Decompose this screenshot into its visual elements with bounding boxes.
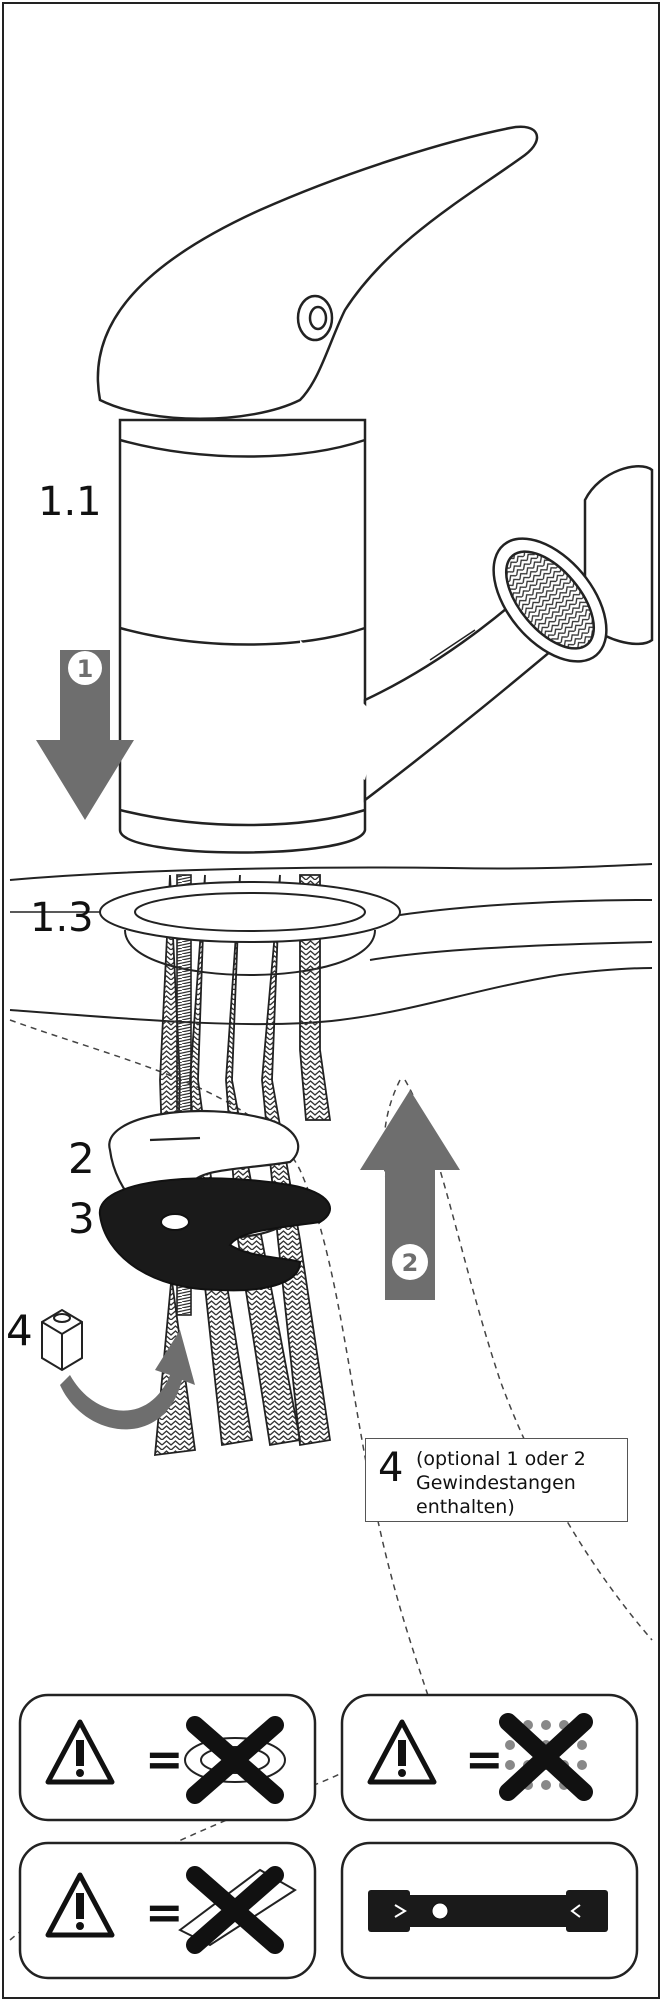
step-2-arrow: 2 [360,1090,460,1300]
label-faucet-1-1: 1.1 [38,479,102,525]
warning-triangle-icon [45,1719,115,1785]
no-water-spray-icon [499,1713,593,1801]
faucet-body [118,418,367,854]
mounting-hole [124,929,376,976]
warning-panel-3: = [18,1841,317,1980]
warning-triangle-icon [367,1719,437,1785]
note-box: 4 (optional 1 oder 2 Gewindestangen enth… [365,1438,628,1522]
step-1-arrow: 1 [36,650,134,820]
label-washer-1-3: 1.3 [30,895,94,941]
label-spacer-2: 2 [68,1134,95,1183]
step-1-number: 1 [77,655,94,683]
no-abrasive-cleaner-icon [184,1716,286,1804]
warning-triangle-icon [45,1872,115,1938]
equals-sign: = [465,1732,504,1786]
label-nut-4: 4 [6,1306,33,1355]
plate-3 [98,1177,331,1292]
label-plate-3: 3 [68,1194,95,1243]
warning-panel-2: = [340,1693,639,1822]
equals-sign: = [145,1885,184,1939]
note-text: (optional 1 oder 2 Gewindestangen enthal… [416,1447,621,1519]
spout [300,465,654,803]
lever-handle [96,125,539,420]
step-2-number: 2 [402,1249,419,1277]
equals-sign: = [145,1732,184,1786]
warning-panel-1: = [18,1693,317,1822]
note-line: (optional 1 oder 2 [416,1448,586,1470]
curved-assembly-arrow [60,1330,195,1430]
note-line: Gewindestangen [416,1472,576,1494]
note-line: enthalten) [416,1496,515,1518]
socket-wrench-icon [368,1890,608,1932]
basin-surface [9,863,653,1026]
washer-1-3 [99,881,401,943]
note-number: 4 [378,1445,404,1491]
nut-4 [41,1308,83,1372]
no-sharp-tool-icon [178,1866,297,1954]
tool-panel [340,1841,639,1980]
